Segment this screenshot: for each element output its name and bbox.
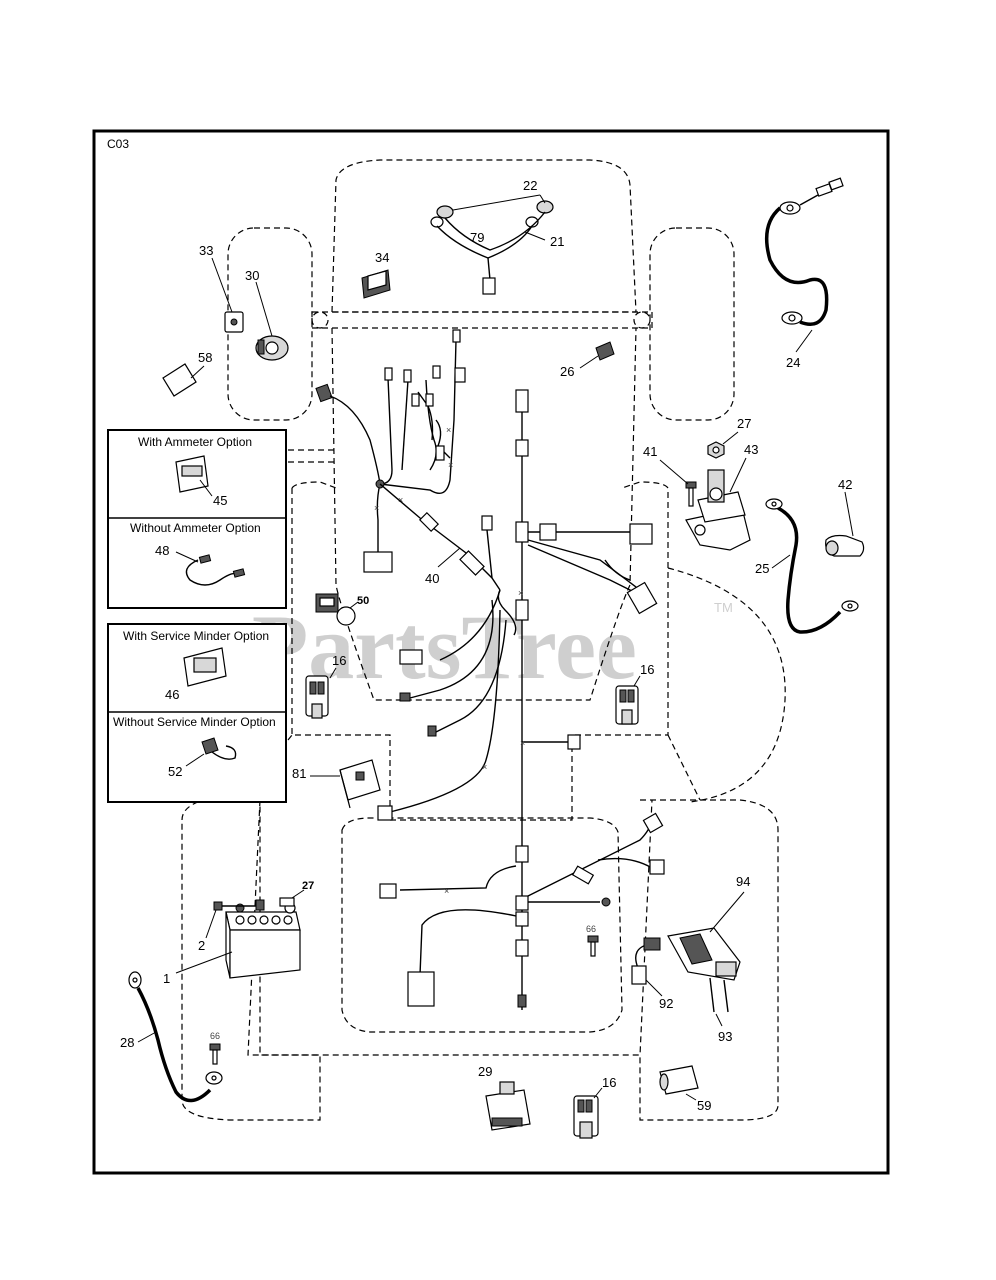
part-46-service-minder <box>183 647 227 687</box>
part-25-cable <box>765 498 859 634</box>
callout-48: 48 <box>155 543 169 558</box>
tractor-outline <box>181 159 786 1121</box>
part-16-switch-bottom <box>573 1087 603 1139</box>
svg-text:×: × <box>482 762 487 772</box>
callout-58: 58 <box>198 350 212 365</box>
part-34-switch <box>361 269 391 299</box>
service-without-title: Without Service Minder Option <box>113 715 276 729</box>
callout-27-battery: 27 <box>302 880 314 892</box>
callout-81: 81 <box>292 766 306 781</box>
part-26-fuse <box>579 341 615 369</box>
part-93-screws <box>709 977 729 1027</box>
part-24-battery-cable <box>764 177 844 353</box>
callout-21: 21 <box>550 234 564 249</box>
callout-41: 41 <box>643 444 657 459</box>
callout-42: 42 <box>838 477 852 492</box>
part-40-main-harness: × × × × × × × <box>315 329 665 1010</box>
part-29-seat-switch <box>485 1081 531 1131</box>
callout-16-right: 16 <box>640 662 654 677</box>
callout-27-nut: 27 <box>737 416 751 431</box>
part-1-battery <box>175 902 301 979</box>
part-58-label <box>162 363 205 397</box>
callout-34: 34 <box>375 250 389 265</box>
svg-text:×: × <box>518 588 523 598</box>
callout-29: 29 <box>478 1064 492 1079</box>
part-28-cable <box>128 971 223 1103</box>
part-30-ignition-switch <box>255 281 289 361</box>
svg-text:×: × <box>520 738 525 748</box>
part-16-switch-right <box>615 675 641 725</box>
svg-text:×: × <box>446 425 451 435</box>
callout-66-left: 66 <box>210 1031 220 1041</box>
callout-28: 28 <box>120 1035 134 1050</box>
callout-92: 92 <box>659 996 673 1011</box>
part-45-ammeter <box>175 455 213 497</box>
diagram-frame <box>92 129 890 1175</box>
callout-45: 45 <box>213 493 227 508</box>
part-66-screw-left <box>209 1043 221 1065</box>
callout-66-right: 66 <box>586 924 596 934</box>
part-41-bolt <box>659 459 697 507</box>
callout-93: 93 <box>718 1029 732 1044</box>
callout-1: 1 <box>163 971 170 986</box>
headlight-harness <box>430 194 554 295</box>
svg-text:×: × <box>448 460 453 470</box>
part-66-screw-right <box>587 935 599 957</box>
part-43-solenoid <box>685 457 751 551</box>
ammeter-option-box: With Ammeter Option 45 Without Ammeter O… <box>107 429 287 609</box>
svg-text:×: × <box>398 495 403 505</box>
ammeter-without-title: Without Ammeter Option <box>130 521 261 535</box>
callout-26: 26 <box>560 364 574 379</box>
callout-50: 50 <box>357 595 369 607</box>
part-92-connector <box>631 937 663 997</box>
part-2-bolt <box>205 899 265 939</box>
part-81-relay <box>310 759 381 809</box>
part-48-jumper <box>175 551 246 586</box>
part-42-boot <box>825 491 865 557</box>
service-with-title: With Service Minder Option <box>123 629 269 643</box>
frame-code: C03 <box>107 137 129 151</box>
callout-33: 33 <box>199 243 213 258</box>
callout-94: 94 <box>736 874 750 889</box>
callout-40: 40 <box>425 571 439 586</box>
callout-16-bottom: 16 <box>602 1075 616 1090</box>
callout-24: 24 <box>786 355 800 370</box>
part-50 <box>315 593 359 626</box>
callout-30: 30 <box>245 268 259 283</box>
part-52-jumper <box>185 737 237 767</box>
ammeter-with-title: With Ammeter Option <box>138 435 252 449</box>
callout-52: 52 <box>168 764 182 779</box>
callout-79: 79 <box>470 230 484 245</box>
callout-43: 43 <box>744 442 758 457</box>
part-16-switch-left <box>305 667 337 719</box>
callout-59: 59 <box>697 1098 711 1113</box>
watermark-trademark: TM <box>714 600 733 615</box>
callout-16-left: 16 <box>332 653 346 668</box>
part-33-key <box>211 257 244 333</box>
svg-text:×: × <box>374 503 379 513</box>
callout-25: 25 <box>755 561 769 576</box>
part-94-pto-switch <box>667 891 745 981</box>
service-minder-option-box: With Service Minder Option 46 Without Se… <box>107 623 287 803</box>
part-59-module <box>659 1065 699 1101</box>
part-27-nut <box>707 431 739 459</box>
callout-2: 2 <box>198 938 205 953</box>
callout-22: 22 <box>523 178 537 193</box>
part-27-nut-battery <box>279 889 305 907</box>
callout-46: 46 <box>165 687 179 702</box>
svg-text:×: × <box>444 886 449 896</box>
